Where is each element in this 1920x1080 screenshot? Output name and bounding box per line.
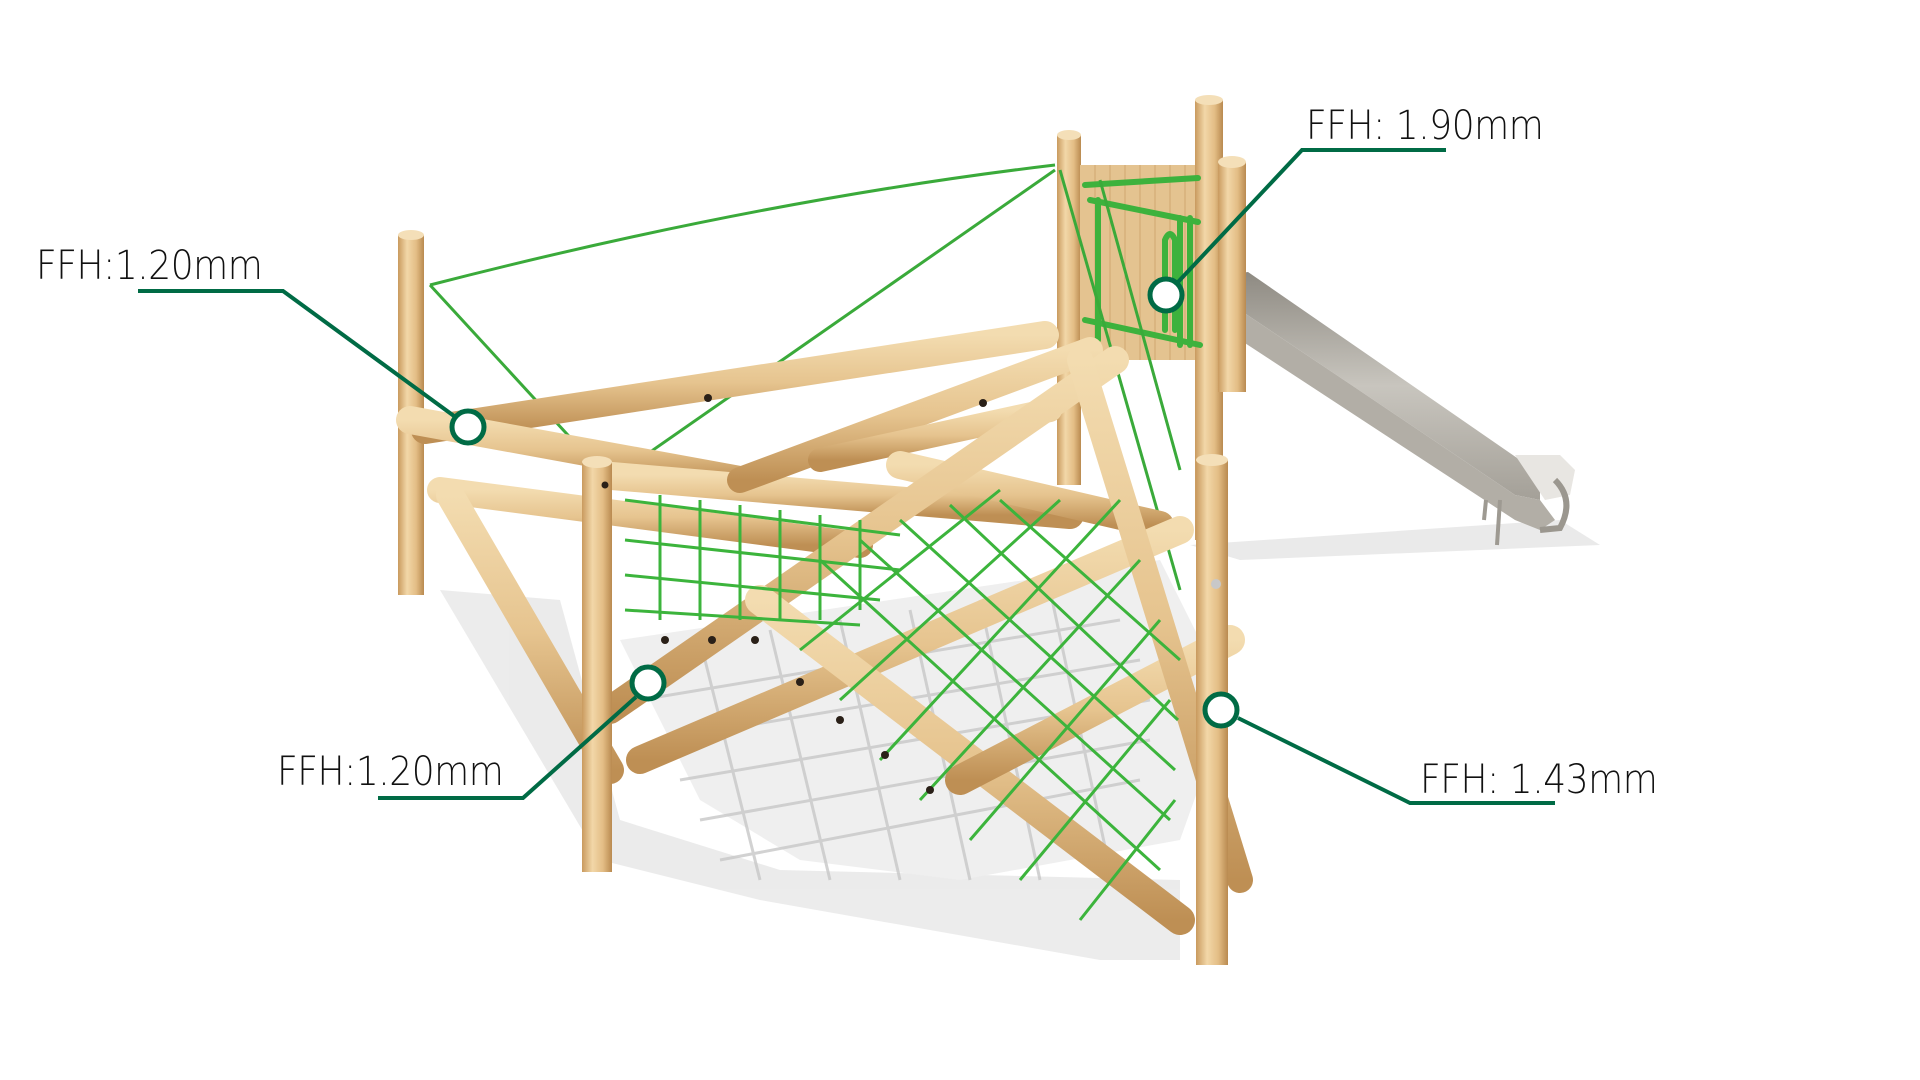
- marker-ffh-right: [1202, 691, 1240, 729]
- marker-ffh-left-lower: [629, 664, 667, 702]
- marker-ffh-tower: [1147, 276, 1185, 314]
- leader-ffh-tower: [1176, 148, 1446, 284]
- ffh-label-left-lower: FFH:1.20mm: [277, 749, 504, 795]
- leader-ffh-left-lower: [378, 695, 638, 800]
- leader-ffh-left-upper: [138, 289, 456, 418]
- slide: [1225, 272, 1575, 546]
- bolt-holes: [601, 394, 987, 794]
- ffh-label-tower: FFH: 1.90mm: [1306, 103, 1544, 149]
- marker-ffh-left-upper: [449, 408, 487, 446]
- climbing-net-right: [799, 488, 1181, 921]
- leader-ffh-right: [1237, 716, 1555, 805]
- ffh-label-left-upper: FFH:1.20mm: [36, 243, 263, 289]
- climbing-net-left: [624, 495, 901, 627]
- callout-leaders: [138, 148, 1555, 805]
- ffh-label-right: FFH: 1.43mm: [1420, 757, 1658, 803]
- callout-markers: [449, 276, 1240, 729]
